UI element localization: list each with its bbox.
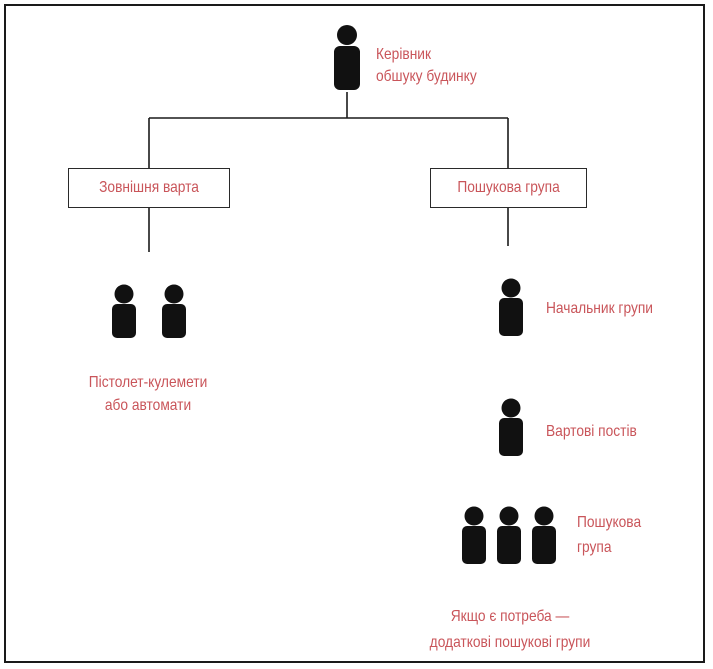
search-box: Пошукова група [430, 168, 587, 208]
chief-label: Начальник групи [546, 300, 653, 317]
searcher-person-icon [462, 506, 486, 564]
guard-person-icon [162, 284, 186, 338]
head-person-icon [334, 25, 360, 90]
search-group-line2: група [577, 539, 612, 556]
searcher-person-icon [532, 506, 556, 564]
guard-box-title: Зовнішня варта [99, 179, 199, 196]
search-box-title: Пошукова група [457, 179, 560, 196]
searcher-person-icon [497, 506, 521, 564]
head-label-line1: Керівник [376, 46, 431, 63]
search-group-line1: Пошукова [577, 514, 642, 531]
posts-label: Вартові постів [546, 423, 637, 440]
guard-weapons-line2: або автомати [104, 397, 192, 414]
extra-groups-line2: додаткові пошукові групи [429, 634, 591, 651]
extra-groups-line1: Якщо є потреба — [450, 608, 570, 625]
guard-box: Зовнішня варта [68, 168, 230, 208]
head-label-line2: обшуку будинку [376, 68, 477, 85]
guard-weapons-line1: Пістолет-кулемети [88, 374, 208, 391]
guard-person-icon [112, 284, 136, 338]
diagram-frame [4, 4, 705, 663]
posts-person-icon [499, 398, 523, 456]
chief-person-icon [499, 278, 523, 336]
